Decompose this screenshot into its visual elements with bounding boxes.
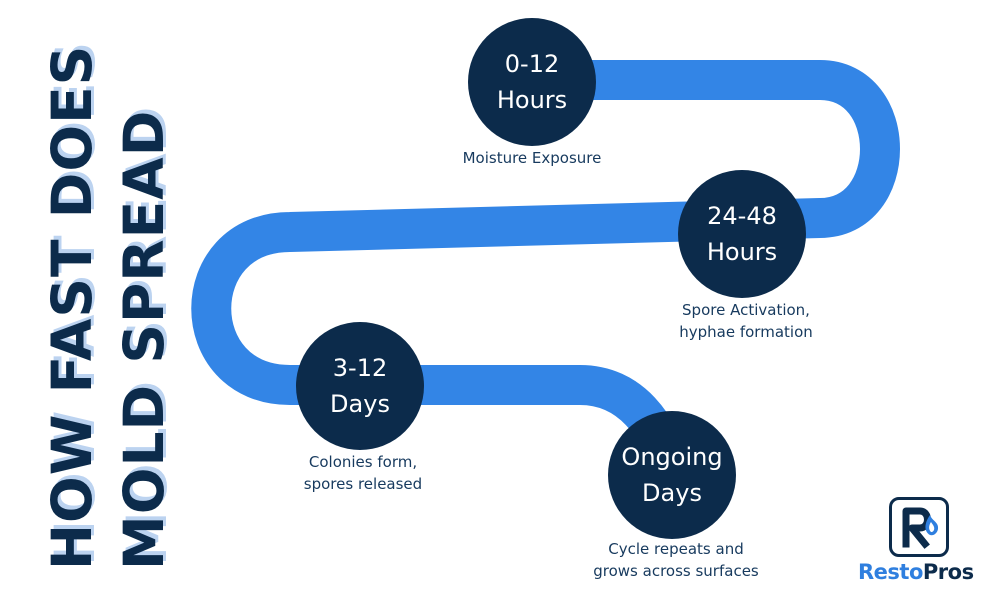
brand-name-part-2: Pros bbox=[922, 560, 974, 584]
stage-caption-line-1: Moisture Exposure bbox=[462, 149, 602, 167]
stage-node-3-12-days bbox=[296, 322, 424, 450]
brand-name-part-1: Resto bbox=[858, 560, 923, 584]
title-line-1: HOW FAST DOES bbox=[40, 44, 104, 570]
stage-label-line-1: 3-12 bbox=[332, 354, 388, 382]
stage-node-0-12-hours bbox=[468, 18, 596, 146]
stage-label-line-2: Days bbox=[642, 479, 702, 507]
stage-caption-line-1: Spore Activation, bbox=[682, 301, 810, 319]
stage-label-line-1: 24-48 bbox=[707, 202, 777, 230]
stage-caption: Moisture Exposure bbox=[422, 147, 642, 169]
r-flame-logo-icon bbox=[902, 507, 939, 549]
stage-node-24-48-hours bbox=[678, 170, 806, 298]
stage-label-line-2: Hours bbox=[496, 86, 568, 114]
brand-name: RestoPros bbox=[858, 560, 974, 584]
stage-caption-line-2: hyphae formation bbox=[679, 323, 813, 341]
stage-label: Ongoing Days bbox=[602, 439, 742, 511]
brand-logo bbox=[889, 497, 949, 557]
stage-label: 0-12 Hours bbox=[472, 46, 592, 118]
stage-label: 3-12 Days bbox=[300, 350, 420, 422]
stage-label-line-1: Ongoing bbox=[621, 443, 723, 471]
title-line-2: MOLD SPREAD bbox=[112, 109, 176, 570]
timeline-path bbox=[191, 60, 900, 495]
stage-caption: Colonies form, spores released bbox=[253, 451, 473, 495]
stage-node-ongoing-days bbox=[608, 411, 736, 539]
stage-caption-line-2: spores released bbox=[303, 475, 423, 493]
stage-caption-line-1: Colonies form, bbox=[308, 453, 418, 471]
stage-label-line-2: Hours bbox=[706, 238, 778, 266]
stage-label-line-1: 0-12 bbox=[504, 50, 560, 78]
stage-caption: Cycle repeats and grows across surfaces bbox=[556, 538, 796, 582]
stage-caption: Spore Activation, hyphae formation bbox=[636, 299, 856, 343]
stage-caption-line-2: grows across surfaces bbox=[593, 562, 759, 580]
stage-caption-line-1: Cycle repeats and bbox=[608, 540, 744, 558]
stage-label: 24-48 Hours bbox=[682, 198, 802, 270]
stage-label-line-2: Days bbox=[330, 390, 390, 418]
